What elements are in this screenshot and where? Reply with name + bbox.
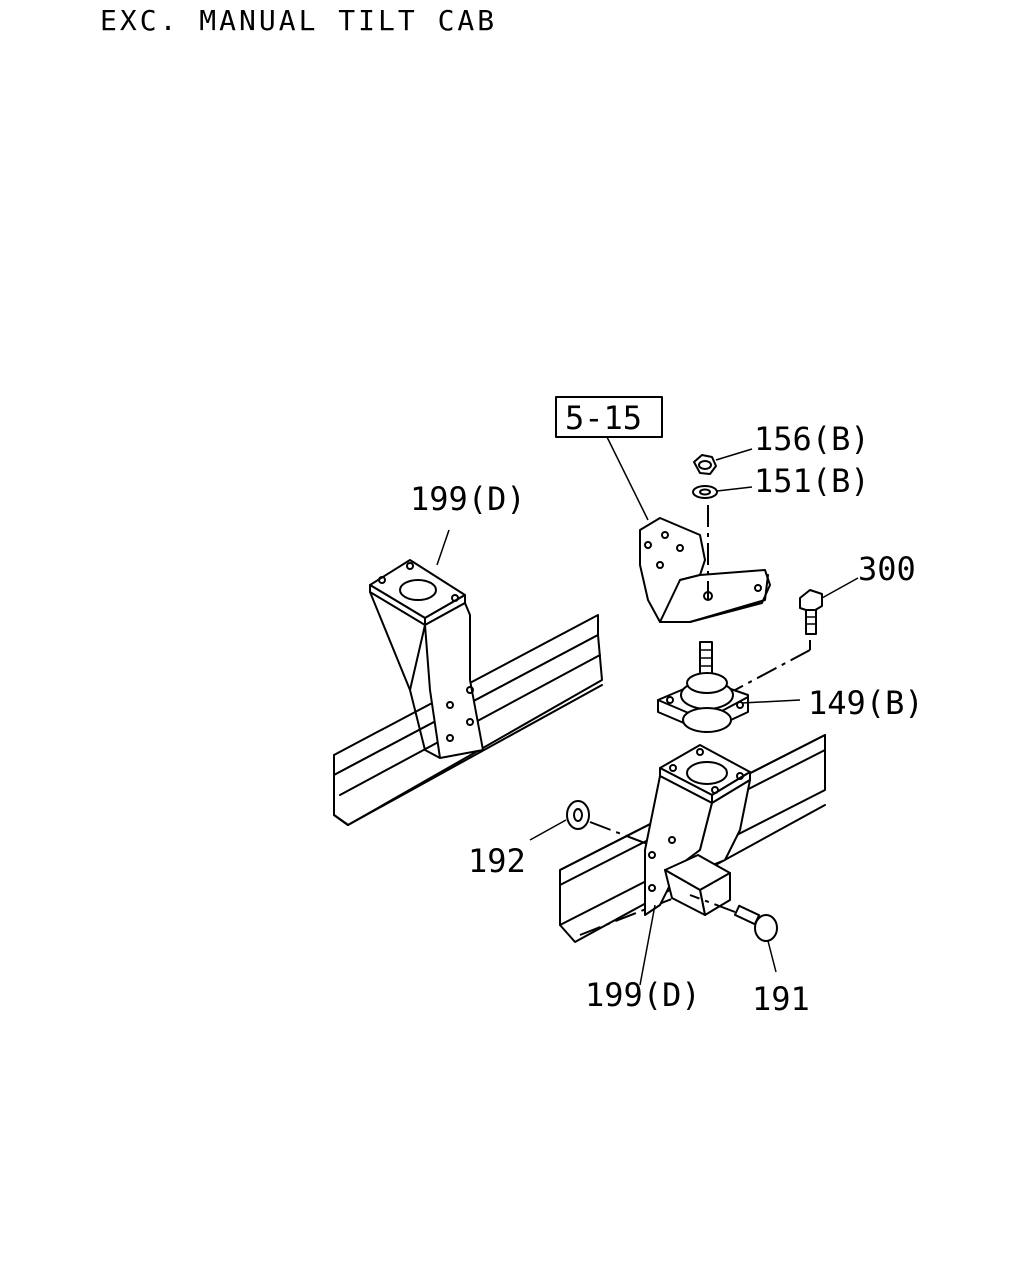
bracket-upper [369, 529, 484, 759]
nut-192 [529, 800, 651, 846]
cab-bracket [639, 517, 771, 623]
callout-199-upper: 199(D) [410, 480, 526, 518]
rubber-mount [657, 641, 801, 733]
bracket-lower [639, 744, 751, 986]
reference-box-label: 5-15 [565, 399, 642, 437]
nut-and-washer [692, 448, 753, 600]
callout-191: 191 [752, 980, 810, 1018]
callout-300: 300 [858, 550, 916, 588]
callout-151: 151(B) [754, 462, 870, 500]
callout-199-lower: 199(D) [585, 976, 701, 1014]
bolt-300 [734, 577, 859, 691]
diagram-title: EXC. MANUAL TILT CAB [100, 4, 497, 37]
callout-149: 149(B) [808, 684, 924, 722]
callout-156: 156(B) [754, 420, 870, 458]
bolt-191 [689, 894, 778, 973]
reference-box: 5-15 [555, 396, 663, 521]
callout-192: 192 [468, 842, 526, 880]
